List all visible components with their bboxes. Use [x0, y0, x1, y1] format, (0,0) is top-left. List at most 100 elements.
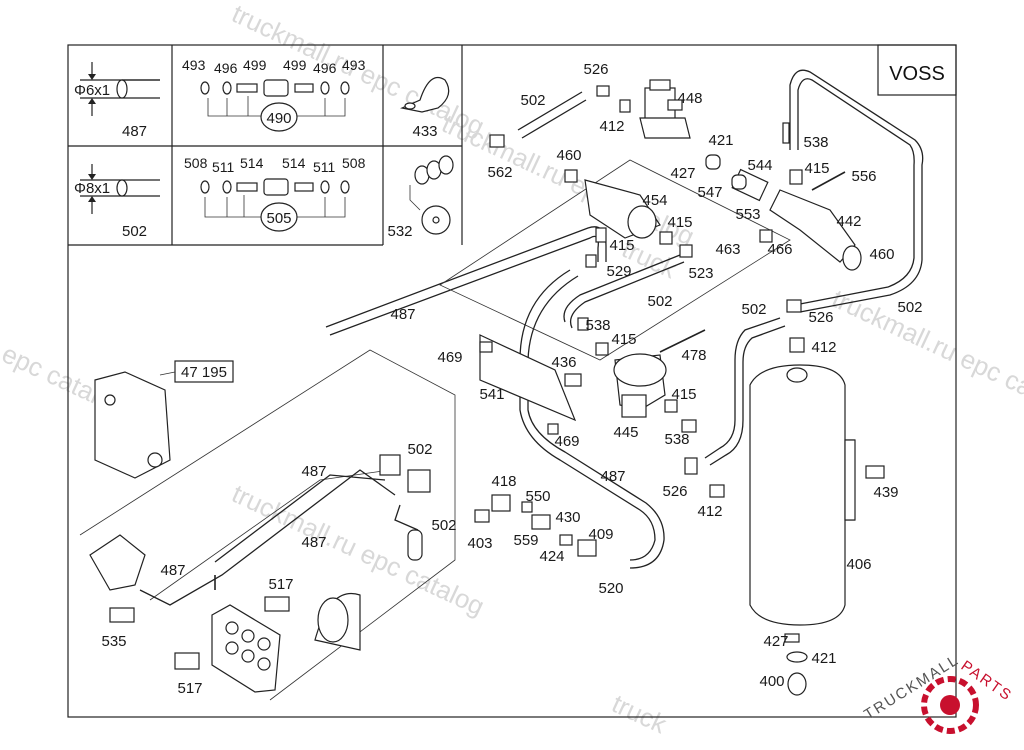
pipe-8x1-sketch: Φ8x1 502	[74, 164, 160, 240]
callout-406: 406	[846, 556, 871, 573]
callout-415: 415	[671, 386, 696, 403]
callout-415: 415	[804, 160, 829, 177]
callout-502: 502	[407, 441, 432, 458]
voss-label: VOSS	[889, 63, 945, 85]
valve-445	[613, 353, 667, 418]
callout-448: 448	[677, 90, 702, 107]
callout-439: 439	[873, 484, 898, 501]
clip-433-label: 433	[412, 123, 437, 140]
callout-517: 517	[268, 576, 293, 593]
fittings	[109, 85, 885, 696]
valve-454	[584, 179, 661, 239]
callout-559: 559	[513, 532, 538, 549]
callout-541: 541	[479, 386, 504, 403]
kit-490-part: 496	[313, 60, 337, 76]
callout-412: 412	[811, 339, 836, 356]
callout-400: 400	[759, 673, 784, 690]
callout-463: 463	[715, 241, 740, 258]
bracket-541	[479, 334, 577, 422]
callout-556: 556	[851, 168, 876, 185]
callout-526: 526	[808, 309, 833, 326]
callout-544: 544	[747, 157, 772, 174]
pipe-8-dimension: Φ8x1	[74, 180, 110, 197]
kit-490-part: 499	[243, 57, 267, 73]
pipe-6x1-sketch: Φ6x1 487	[74, 62, 160, 140]
kit-490-sketch: 493 496 499 499 496 493 490	[182, 57, 366, 132]
seal-532-sketch: 532	[387, 155, 454, 240]
callout-478: 478	[681, 347, 706, 364]
kit-490-part: 499	[283, 57, 307, 73]
callout-412: 412	[697, 503, 722, 520]
callouts: 526 502 448 412 421 538 562 460 427 544 …	[101, 61, 922, 697]
clip-433-sketch: 433	[400, 76, 450, 140]
callout-529: 529	[606, 263, 631, 280]
watermark-text: truck	[607, 688, 672, 739]
callout-418: 418	[491, 473, 516, 490]
kit-505-part: 514	[240, 155, 264, 171]
callout-415: 415	[609, 237, 634, 254]
callout-454: 454	[642, 192, 667, 209]
kit-505-part: 511	[212, 159, 235, 175]
unit-47195	[94, 371, 171, 479]
kit-505-part: 508	[342, 155, 366, 171]
pipe-6-part-number: 487	[122, 123, 147, 140]
callout-436: 436	[551, 354, 576, 371]
callout-526: 526	[662, 483, 687, 500]
callout-421: 421	[811, 650, 836, 667]
callout-466: 466	[767, 241, 792, 258]
callout-415: 415	[667, 214, 692, 231]
callout-517: 517	[177, 680, 202, 697]
kit-490-label: 490	[266, 110, 291, 127]
watermark-text: truckmall.ru epc catalog	[827, 283, 1024, 426]
kit-505-sketch: 508 511 514 514 511 508 505	[184, 155, 366, 232]
callout-538: 538	[664, 431, 689, 448]
callout-box-47195	[174, 360, 234, 383]
callout-502: 502	[431, 517, 456, 534]
diagram-frame	[67, 44, 957, 718]
callout-430: 430	[555, 509, 580, 526]
callout-460: 460	[556, 147, 581, 164]
callout-487: 487	[600, 468, 625, 485]
callout-538: 538	[585, 317, 610, 334]
callout-415: 415	[611, 331, 636, 348]
connector-panel	[211, 604, 281, 693]
pipe-8-part-number: 502	[122, 223, 147, 240]
callout-487: 487	[301, 463, 326, 480]
pipe-6-dimension: Φ6x1	[74, 82, 110, 99]
callout-424: 424	[539, 548, 564, 565]
callout-442: 442	[836, 213, 861, 230]
truckmall-logo: TRUCKMALL PARTS	[861, 651, 1015, 734]
callout-47195: 47 195	[181, 364, 227, 381]
callout-523: 523	[688, 265, 713, 282]
callout-487: 487	[390, 306, 415, 323]
kit-505-part: 514	[282, 155, 306, 171]
seal-532-label: 532	[387, 223, 412, 240]
kit-490-part: 496	[214, 60, 238, 76]
kit-490-part: 493	[182, 57, 206, 73]
kit-490-part: 493	[342, 57, 366, 73]
callout-427: 427	[763, 633, 788, 650]
callout-502: 502	[647, 293, 672, 310]
kit-505-part: 511	[313, 159, 336, 175]
kit-505-part: 508	[184, 155, 208, 171]
callout-502: 502	[520, 92, 545, 109]
callout-550: 550	[525, 488, 550, 505]
callout-562: 562	[487, 164, 512, 181]
callout-526: 526	[583, 61, 608, 78]
wheel-arch	[314, 592, 361, 651]
callout-445: 445	[613, 424, 638, 441]
callout-538: 538	[803, 134, 828, 151]
callout-487: 487	[160, 562, 185, 579]
callout-469: 469	[437, 349, 462, 366]
callout-502: 502	[897, 299, 922, 316]
callout-421: 421	[708, 132, 733, 149]
callout-553: 553	[735, 206, 760, 223]
callout-460: 460	[869, 246, 894, 263]
components	[89, 79, 885, 696]
callout-403: 403	[467, 535, 492, 552]
valve-left	[89, 534, 146, 591]
callout-412: 412	[599, 118, 624, 135]
voss-box	[877, 44, 957, 96]
legend: VOSS Φ6x1 487 Φ8x1 502 493 496 499	[68, 44, 957, 246]
